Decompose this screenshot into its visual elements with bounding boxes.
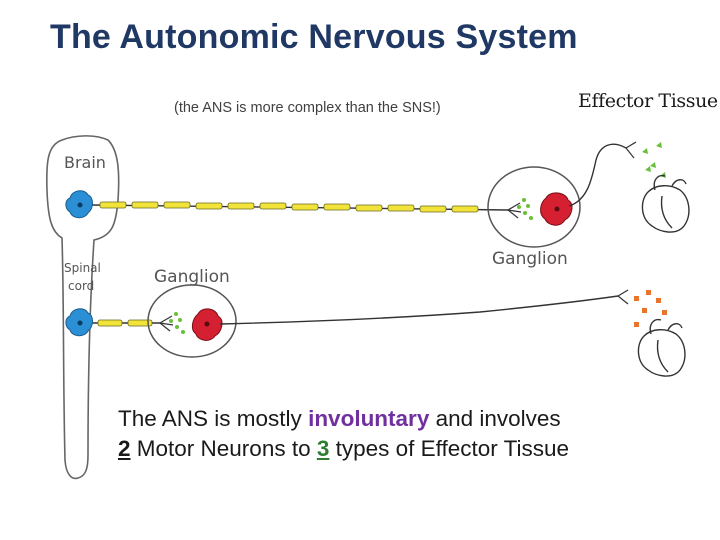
caption-text: types of Effector Tissue — [329, 436, 570, 461]
heart-icon-upper — [641, 174, 690, 233]
lower-axon-terminal — [159, 315, 174, 332]
upper-postganglionic-axon — [568, 143, 627, 207]
upper-myelin-sheath — [99, 201, 479, 213]
effector-tissue-label: Effector Tissue — [578, 90, 718, 112]
caption-text: and involves — [429, 406, 561, 431]
ach-vesicles-upper — [517, 198, 533, 220]
heart-icon-lower — [637, 318, 686, 377]
effector-type-count: 3 — [316, 436, 330, 461]
involuntary-highlight: involuntary — [308, 406, 430, 431]
caption-text: Motor Neurons to — [130, 436, 317, 461]
ganglion-right-label: Ganglion — [492, 249, 568, 269]
cns-outline — [45, 135, 120, 480]
brain-neuron-cell-body — [65, 190, 93, 219]
lower-postganglionic-axon — [219, 295, 619, 325]
subtitle: (the ANS is more complex than the SNS!) — [174, 100, 441, 116]
ganglion-right — [487, 166, 581, 248]
lower-effector-terminal — [617, 289, 629, 305]
ganglion-left-label: Ganglion — [154, 267, 230, 287]
spinal-neuron-cell-body — [65, 308, 93, 337]
motor-neuron-count: 2 — [118, 436, 131, 461]
ach-vesicles-lower — [169, 312, 185, 334]
upper-axon-terminal — [507, 202, 522, 219]
ganglion-right-neuron-body — [540, 192, 573, 226]
caption-line-2: 2 Motor Neurons to 3 types of Effector T… — [118, 434, 569, 464]
lower-myelin-sheath — [97, 319, 153, 327]
ach-release-effector — [642, 142, 666, 178]
upper-effector-terminal — [625, 141, 637, 159]
caption: The ANS is mostly involuntary and involv… — [118, 404, 569, 464]
caption-line-1: The ANS is mostly involuntary and involv… — [118, 404, 569, 434]
slide-title: The Autonomic Nervous System — [50, 18, 578, 56]
spinal-cord-label-line2: cord — [68, 279, 94, 293]
ganglion-left — [147, 284, 237, 358]
ganglion-left-neuron-body — [191, 308, 223, 341]
caption-text: The ANS is mostly — [118, 406, 309, 431]
ne-release-effector — [634, 290, 667, 327]
brain-label: Brain — [64, 153, 106, 172]
spinal-cord-label-line1: Spinal — [64, 261, 101, 275]
